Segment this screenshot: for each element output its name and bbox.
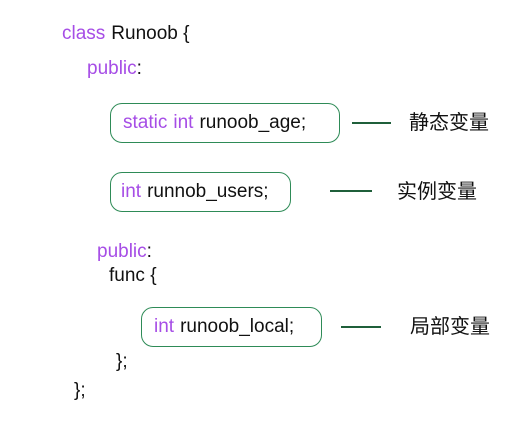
instance-connector bbox=[330, 190, 372, 192]
func-declaration: func { bbox=[109, 264, 157, 288]
instance-variable-name: runnob_users; bbox=[147, 181, 269, 202]
static-variable-name: runoob_age; bbox=[199, 112, 307, 133]
public-section-2: public: bbox=[97, 240, 152, 264]
class-keyword: class bbox=[62, 23, 106, 44]
public-keyword-1: public bbox=[87, 58, 137, 79]
func-close-brace: }; bbox=[116, 351, 128, 372]
class-name: Runoob { bbox=[111, 23, 190, 44]
public-section-1: public: bbox=[87, 57, 142, 81]
class-close: }; bbox=[74, 379, 86, 403]
static-keyword: static bbox=[123, 112, 168, 133]
local-int-keyword: int bbox=[154, 316, 175, 337]
func-line: func { bbox=[109, 265, 157, 286]
local-variable-name: runoob_local; bbox=[180, 316, 295, 337]
local-variable-label: 局部变量 bbox=[410, 314, 490, 338]
class-close-brace: }; bbox=[74, 380, 86, 401]
public-colon-2: : bbox=[146, 241, 152, 262]
static-variable-label: 静态变量 bbox=[409, 110, 489, 134]
instance-int-keyword: int bbox=[121, 181, 142, 202]
static-int-keyword: int bbox=[173, 112, 194, 133]
local-connector bbox=[341, 326, 381, 328]
instance-variable-label: 实例变量 bbox=[397, 179, 477, 203]
func-close: }; bbox=[116, 350, 128, 374]
public-keyword-2: public bbox=[97, 241, 147, 262]
static-connector bbox=[352, 122, 391, 124]
public-colon-1: : bbox=[136, 58, 142, 79]
